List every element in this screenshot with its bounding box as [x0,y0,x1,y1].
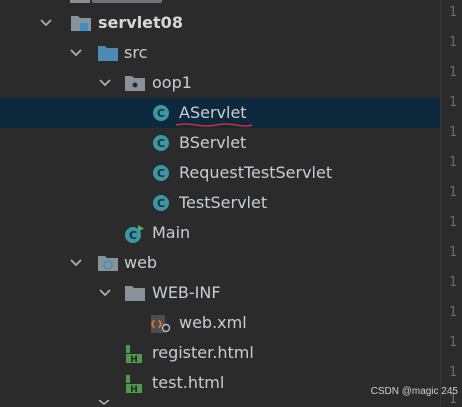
partial-row-icon [98,400,110,405]
tree-item-main[interactable]: C Main [0,218,440,248]
line-number: 1 [449,95,457,110]
project-tree: servlet08 src oop1 C AServlet [0,0,440,405]
line-number: 1 [449,392,457,407]
tree-item-testservlet[interactable]: C TestServlet [0,188,440,218]
package-icon [125,76,145,91]
tree-item-oop1[interactable]: oop1 [0,68,440,98]
chevron-down-icon[interactable] [97,75,113,91]
html-file-icon: H [126,375,142,394]
tree-item-test-html[interactable]: H test.html [0,368,440,398]
source-folder-icon [98,46,118,61]
svg-text:C: C [157,167,165,180]
tree-item-label: oop1 [152,73,192,92]
tree-item-aservlet[interactable]: C AServlet [0,98,440,128]
line-number: 1 [449,365,457,380]
watermark: CSDN @magic 245 [370,386,458,397]
folder-icon [125,286,145,301]
tree-item-web[interactable]: web [0,248,440,278]
line-number: 1 [449,155,457,170]
module-folder-icon [71,16,91,31]
tree-item-web-inf[interactable]: WEB-INF [0,278,440,308]
tree-item-src[interactable]: src [0,38,440,68]
html-file-icon: H [126,345,142,364]
partial-row-icon [70,0,162,3]
java-class-icon: C [153,165,169,181]
line-number: 1 [449,275,457,290]
svg-text:H: H [130,385,138,394]
line-number: 1 [449,65,457,80]
svg-text:C: C [157,137,165,150]
line-number: 1 [449,35,457,50]
tree-item-label: Main [152,223,191,242]
chevron-down-icon[interactable] [68,45,84,61]
line-number: 1 [449,5,457,20]
line-number: 1 [449,125,457,140]
chevron-down-icon[interactable] [38,15,54,31]
tree-item-label: web.xml [179,313,247,332]
line-number: 1 [449,305,457,320]
xml-file-icon [150,315,171,333]
line-number: 1 [449,335,457,350]
tree-item-label: WEB-INF [152,283,221,302]
java-main-class-icon: C [125,225,144,243]
svg-text:C: C [157,197,165,210]
tree-item-label: web [124,253,158,272]
tree-item-label: TestServlet [179,193,268,212]
svg-text:H: H [130,355,138,364]
java-class-icon: C [153,135,169,151]
java-class-icon: C [153,105,169,121]
java-class-icon: C [153,195,169,211]
line-number: 1 [449,245,457,260]
tree-item-label: src [124,43,148,62]
tree-item-web-xml[interactable]: web.xml [0,308,440,338]
tree-item-label: RequestTestServlet [179,163,333,182]
svg-text:C: C [157,107,165,120]
line-number-gutter: 1 1 1 1 1 1 1 1 1 1 1 1 1 1 [440,0,462,407]
svg-text:C: C [129,229,137,242]
line-number: 1 [449,215,457,230]
web-folder-icon [98,256,118,271]
red-underline-annotation [176,123,252,127]
tree-item-label: register.html [152,343,254,362]
tree-item-bservlet[interactable]: C BServlet [0,128,440,158]
chevron-down-icon[interactable] [97,285,113,301]
tree-item-label: AServlet [179,103,247,122]
tree-item-label: BServlet [179,133,247,152]
tree-item-label: test.html [152,373,225,392]
tree-item-servlet08[interactable]: servlet08 [0,8,440,38]
tree-item-register-html[interactable]: H register.html [0,338,440,368]
tree-item-label: servlet08 [98,13,183,32]
tree-item-requesttestservlet[interactable]: C RequestTestServlet [0,158,440,188]
line-number: 1 [449,185,457,200]
chevron-down-icon[interactable] [68,255,84,271]
